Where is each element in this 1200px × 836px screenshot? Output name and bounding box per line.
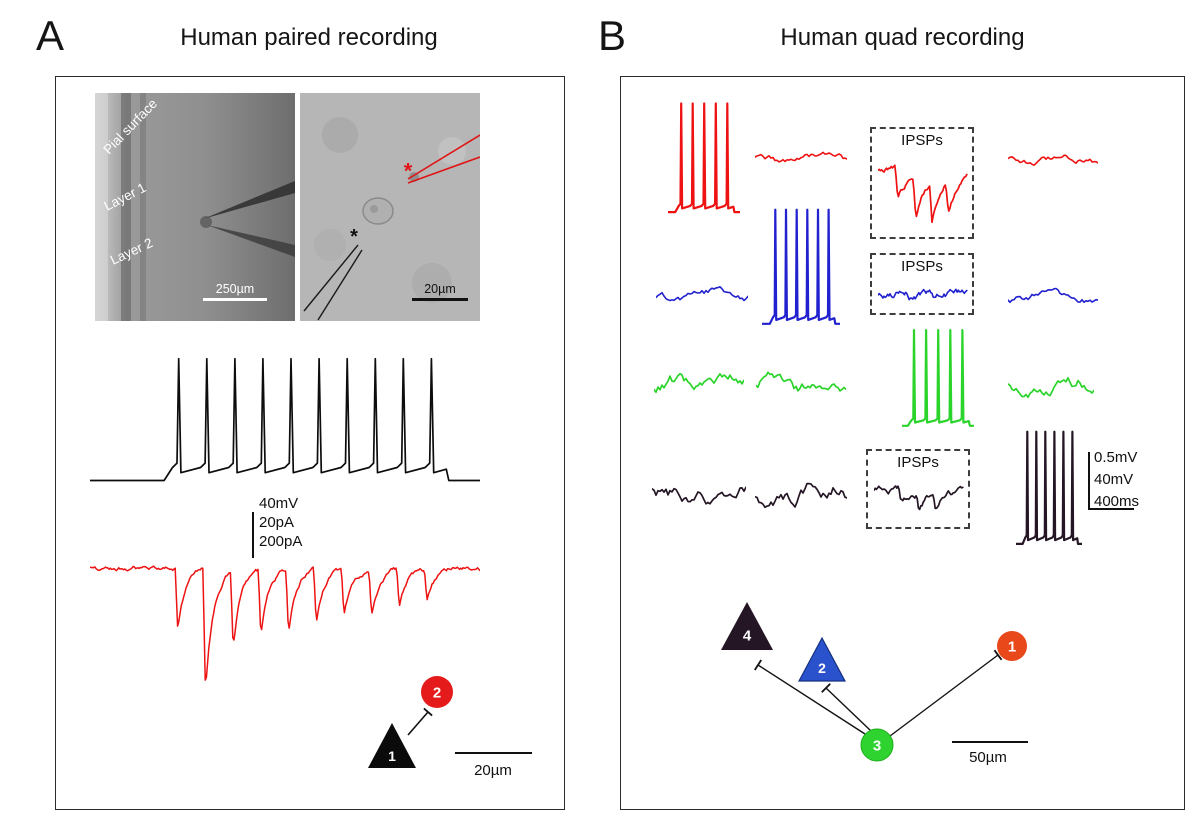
red-asterisk-marker: * bbox=[404, 159, 413, 184]
connectivity-schematic-a: 2 1 20µm bbox=[368, 676, 532, 779]
scalebar-20um-label: 20µm bbox=[474, 762, 512, 779]
cell1-circle bbox=[997, 631, 1027, 661]
trace-b-red-spikes bbox=[668, 102, 740, 214]
connectivity-schematic-b: 4 2 3 1 50µm bbox=[721, 602, 1028, 766]
red-pipette-edge bbox=[407, 156, 480, 184]
trace-b-dark-spikes bbox=[1016, 430, 1082, 546]
scalebar-50um-label: 50µm bbox=[969, 749, 1007, 766]
inhibitory-terminal-bar bbox=[754, 659, 762, 671]
ipsp-label-dark: IPSPs bbox=[897, 454, 939, 471]
panel-b-title: Human quad recording bbox=[780, 24, 1025, 51]
cell2-number: 2 bbox=[818, 660, 826, 676]
trace-b-green-flat-2 bbox=[756, 371, 846, 392]
tissue-texture bbox=[314, 229, 346, 261]
black-asterisk-marker: * bbox=[350, 226, 358, 248]
voltage-current-scalebar bbox=[252, 512, 254, 558]
ipsp-box-blue: IPSPs bbox=[870, 253, 974, 315]
ipsp-box-red: IPSPs bbox=[870, 127, 974, 239]
tissue-texture bbox=[412, 263, 452, 303]
trace-b-red-flat-1 bbox=[755, 151, 847, 163]
trace-a-postsynaptic-ipscs bbox=[90, 565, 480, 681]
scale-20pa-label: 20pA bbox=[259, 514, 295, 531]
trace-b-blue-spikes bbox=[762, 208, 840, 325]
cell1-number: 1 bbox=[388, 748, 396, 764]
connector-3-to-2 bbox=[825, 687, 872, 732]
synapse-connector-line bbox=[407, 711, 429, 736]
inhibitory-terminal-bar bbox=[821, 683, 831, 693]
cell2-circle bbox=[421, 676, 453, 708]
scale-05mv-label: 0.5mV bbox=[1094, 449, 1138, 466]
trace-b-red-flat-2 bbox=[1008, 154, 1098, 167]
tissue-streak bbox=[121, 93, 131, 321]
tissue-texture bbox=[438, 137, 466, 165]
micrograph-slice-overview: Pial surface Layer 1 Layer 2 250µm bbox=[95, 93, 295, 321]
trace-b-dark-ipsp bbox=[874, 485, 964, 511]
ipsp-box-dark: IPSPs bbox=[866, 449, 970, 529]
time-scalebar-horizontal bbox=[1088, 508, 1134, 510]
scalebar-250um bbox=[203, 298, 267, 301]
panel-b-letter: B bbox=[598, 12, 627, 59]
trace-b-blue-ipsp bbox=[878, 288, 968, 301]
scale-400ms-label: 400ms bbox=[1094, 493, 1140, 510]
cell-body-outline bbox=[362, 197, 394, 225]
trace-b-dark-flat-2 bbox=[755, 482, 847, 509]
cell1-triangle bbox=[368, 723, 416, 768]
trace-b-dark-flat-1 bbox=[652, 486, 746, 505]
trace-b-red-ipsp bbox=[878, 164, 968, 224]
micrograph-cell-closeup: * * 20µm bbox=[300, 93, 480, 321]
cell1-number: 1 bbox=[1008, 639, 1016, 656]
voltage-scalebar-vertical bbox=[1088, 452, 1090, 508]
pipette-shadow-upper bbox=[203, 181, 295, 219]
black-pipette-edge bbox=[317, 249, 363, 321]
cell2-triangle bbox=[797, 636, 847, 682]
scale-200pa-label: 200pA bbox=[259, 533, 303, 550]
ipsp-label-red: IPSPs bbox=[901, 132, 943, 149]
cell4-triangle bbox=[721, 602, 773, 650]
inhibitory-terminal-bar bbox=[993, 649, 1003, 661]
cell3-circle bbox=[860, 728, 894, 762]
trace-b-blue-flat-2 bbox=[1008, 287, 1098, 304]
panel-a-letter: A bbox=[36, 12, 65, 59]
cell-nucleus bbox=[370, 205, 378, 213]
inhibitory-terminal-bar bbox=[423, 707, 433, 717]
panel-a-title: Human paired recording bbox=[180, 24, 438, 51]
black-pipette-edge bbox=[303, 244, 359, 312]
trace-b-green-flat-3 bbox=[1008, 377, 1094, 399]
scale-40mv-label: 40mV bbox=[259, 495, 299, 512]
scalebar-20um bbox=[412, 298, 468, 301]
pial-edge-band bbox=[95, 93, 108, 321]
pipette-shadow-lower bbox=[207, 225, 295, 257]
cell2-number: 2 bbox=[433, 685, 441, 702]
scale-40mv-label: 40mV bbox=[1094, 471, 1134, 488]
recording-site-blob bbox=[200, 216, 212, 228]
cell3-number: 3 bbox=[873, 738, 881, 755]
red-pipette-edge bbox=[407, 134, 480, 180]
scalebar-250um-label: 250µm bbox=[216, 282, 254, 296]
connector-3-to-4 bbox=[757, 664, 866, 735]
tissue-texture bbox=[322, 117, 358, 153]
scalebar-20um-label: 20µm bbox=[424, 282, 456, 296]
trace-b-blue-flat-1 bbox=[656, 286, 748, 302]
trace-b-green-flat-1 bbox=[654, 372, 744, 394]
trace-b-green-spikes bbox=[902, 328, 974, 427]
cell4-number: 4 bbox=[743, 628, 752, 645]
connector-3-to-1 bbox=[889, 654, 999, 737]
ipsp-label-blue: IPSPs bbox=[901, 258, 943, 275]
tissue-streak bbox=[140, 93, 146, 321]
trace-a-presynaptic-spikes bbox=[90, 357, 480, 482]
